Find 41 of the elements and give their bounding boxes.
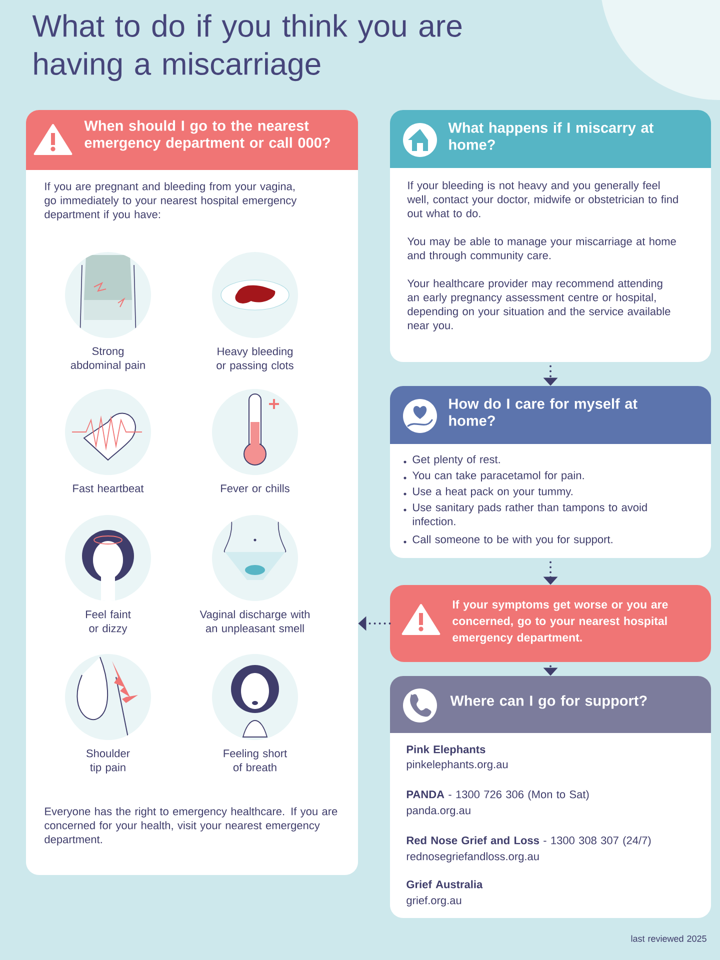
symptom-drawing xyxy=(212,252,298,338)
card-header: What happens if I miscarry at home? xyxy=(390,110,711,168)
contact-name: Red Nose Grief and Loss - 1300 308 307 (24/7) xyxy=(406,836,651,846)
list-item: Call someone to be with you for support. xyxy=(404,535,612,546)
paragraph: Your healthcare provider may recommend attending an early pregnancy assessment centre or hospital, depending on your situation and the service available near you. xyxy=(407,279,670,332)
card-header: How do I care for myself at home? xyxy=(390,386,711,444)
symptom-drawing xyxy=(65,252,151,338)
symptom-caption: Strong abdominal pain xyxy=(70,347,145,372)
paragraph: You may be able to manage your miscarriage at home and through community care. xyxy=(407,237,676,262)
contact-name: Grief Australia xyxy=(406,880,483,888)
list-item: You can take paracetamol for pain. xyxy=(404,471,584,482)
symptom-drawing xyxy=(212,389,298,475)
symptom-drawing xyxy=(212,654,298,740)
web-address: panda.org.au xyxy=(406,806,470,816)
title: What to do if you think you are having a miscarriage xyxy=(32,14,462,82)
intro-text: If you are pregnant and bleeding from your vagina, go immediately to your nearest hospital emergency department if you have: xyxy=(44,182,297,220)
contact-name: PANDA - 1300 726 306 (Mon to Sat) xyxy=(406,790,589,800)
web-address: pinkelephants.org.au xyxy=(406,760,508,770)
symptom-caption: Feeling short of breath xyxy=(224,749,287,772)
list-item: Use a heat pack on your tummy. xyxy=(404,487,572,498)
warning-box: If your symptoms get worse or you are concerned, go to your nearest hospital emergency department. xyxy=(390,585,711,662)
symptom-caption: Fast heartbeat xyxy=(73,484,144,492)
footer-note: last reviewed 2025 xyxy=(631,935,706,942)
list-item: Get plenty of rest. xyxy=(404,455,500,466)
symptom-drawing xyxy=(65,654,151,740)
list-item: Use sanitary pads rather than tampons to avoid infection. xyxy=(404,503,647,526)
note-text: Everyone has the right to emergency healthcare. If you are concerned for your health, visit your nearest emergency department. xyxy=(44,807,338,846)
paragraph: If your bleeding is not heavy and you generally feel well, contact your doctor, midwife or obstetrician to find out what to do. xyxy=(407,181,678,218)
contact-name: Pink Elephants xyxy=(406,745,486,756)
symptom-caption: Vaginal discharge with an unpleasant smell xyxy=(200,610,310,634)
card-header: Where can I go for support? xyxy=(390,676,711,733)
card-header: When should I go to the nearest emergency department or call 000? xyxy=(26,110,358,170)
symptom-drawing xyxy=(65,389,151,475)
symptom-caption: Feel faint or dizzy xyxy=(86,610,131,634)
symptom-drawing xyxy=(65,515,151,601)
web-address: grief.org.au xyxy=(406,896,462,906)
web-address: rednosegriefandloss.org.au xyxy=(406,852,539,862)
symptom-drawing xyxy=(212,515,298,601)
symptom-caption: Shoulder tip pain xyxy=(86,749,130,774)
symptom-caption: Heavy bleeding or passing clots xyxy=(216,347,294,372)
symptom-caption: Fever or chills xyxy=(221,484,290,492)
